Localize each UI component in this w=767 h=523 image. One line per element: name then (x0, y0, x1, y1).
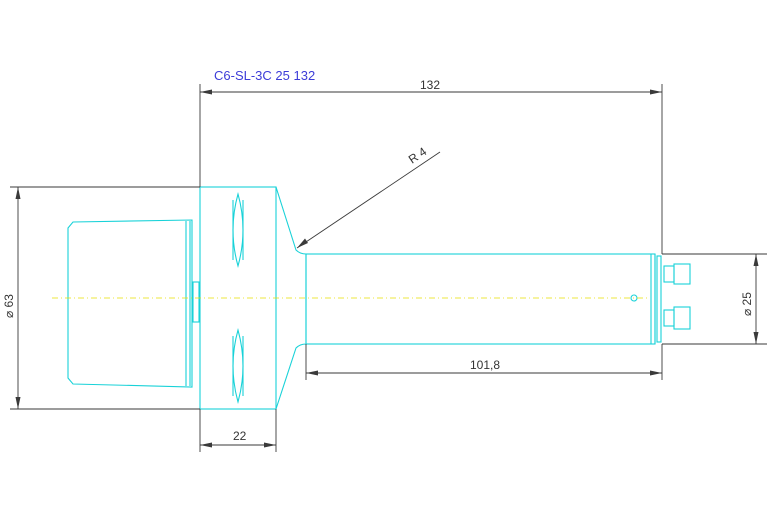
dim-flange-width: 22 (199, 409, 277, 452)
shank-length-label: 101,8 (470, 358, 500, 372)
set-screw-top (663, 263, 691, 285)
shank-diameter-label: ⌀ 25 (740, 292, 754, 316)
radius-label: R 4 (406, 144, 430, 166)
dim-shank-length: 101,8 (305, 344, 663, 380)
dim-overall-length: 132 (199, 78, 663, 254)
overall-length-label: 132 (420, 78, 440, 92)
flange-width-label: 22 (233, 429, 247, 443)
dim-shank-diameter: ⌀ 25 (662, 253, 767, 345)
flange-slot-top (232, 191, 244, 269)
body-diameter-label: ⌀ 63 (2, 294, 16, 318)
set-screw-bottom (663, 306, 691, 330)
part-number-label: C6-SL-3C 25 132 (214, 68, 315, 83)
dim-radius: R 4 (296, 144, 441, 249)
shank (305, 253, 656, 345)
flange-slot-bottom (232, 327, 244, 405)
dim-body-diameter: ⌀ 63 (2, 186, 200, 410)
taper-body (67, 219, 193, 388)
